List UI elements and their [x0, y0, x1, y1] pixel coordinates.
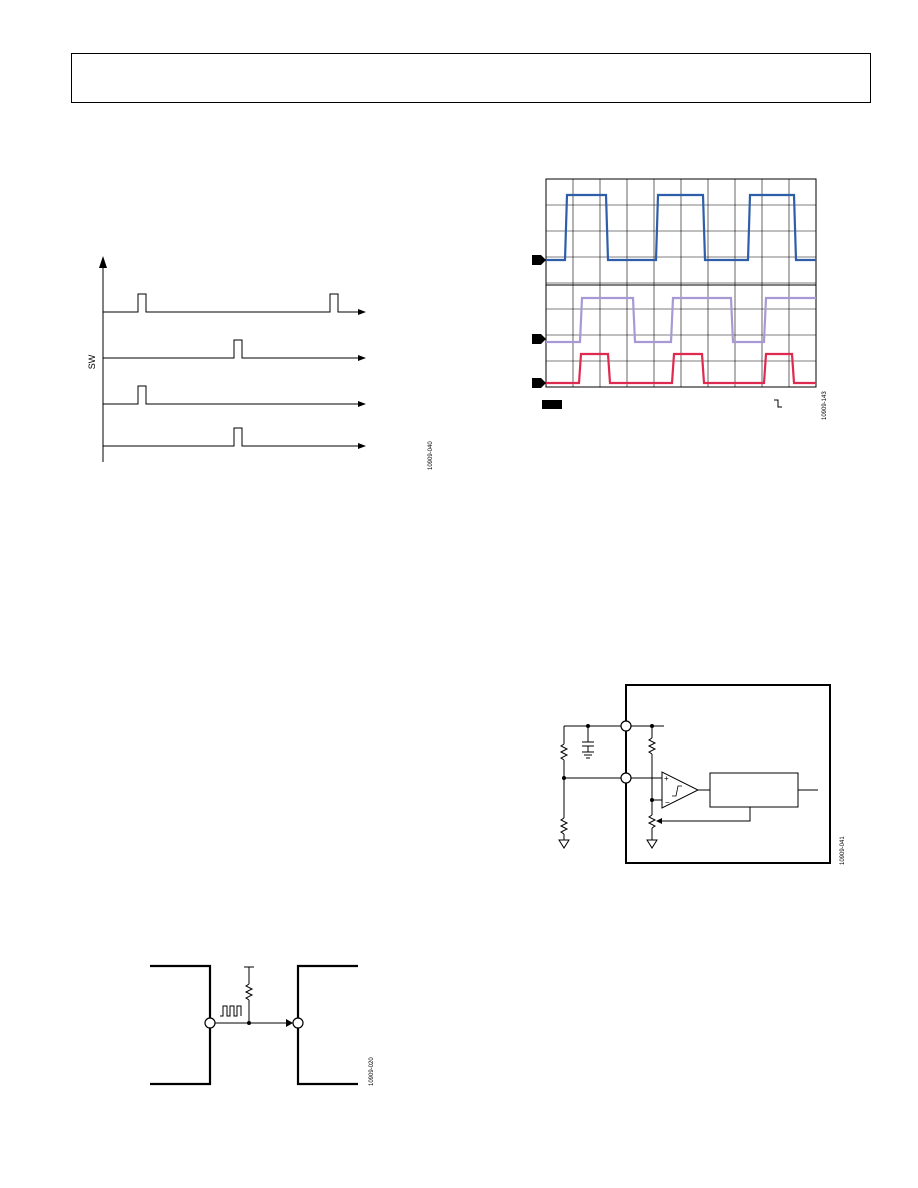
right-device-outline	[296, 964, 358, 1086]
trace-2	[103, 339, 360, 359]
vertical-axis-arrow	[99, 256, 107, 268]
timing-diagram: SW	[87, 256, 366, 462]
left-pin	[204, 1017, 216, 1029]
axis-label-sw: SW	[87, 354, 97, 369]
svg-text:−: −	[665, 798, 670, 807]
comparator-schematic: + −	[558, 684, 831, 864]
figure-id-scope: 10909-143	[822, 391, 828, 420]
figure-id-bus: 10909-020	[369, 1057, 375, 1086]
ground-left-icon	[558, 839, 570, 849]
trace-4-arrow	[358, 443, 366, 449]
wiper-arrow	[656, 818, 662, 824]
page-header-box	[71, 53, 871, 103]
scope-trace-ch3	[546, 352, 816, 385]
svg-text:+: +	[664, 774, 669, 783]
scope-trace-ch2	[546, 296, 816, 344]
bus-schematic	[150, 964, 358, 1086]
trace-3	[103, 385, 360, 405]
left-device-outline	[150, 964, 212, 1086]
figure-id-timing: 10909-040	[428, 441, 434, 470]
trace-1	[103, 293, 360, 313]
resistor-bottom-left	[559, 817, 569, 835]
ch1-marker	[532, 255, 546, 265]
comparator-amp	[661, 771, 700, 809]
trigger-edge-icon	[774, 399, 782, 408]
pulse-train-icon	[220, 1005, 242, 1017]
trace-1-arrow	[358, 309, 366, 315]
feedback-line	[662, 807, 751, 822]
right-pin	[292, 1017, 304, 1029]
readout-block	[542, 400, 562, 409]
ch2-marker	[532, 334, 546, 344]
scope-capture	[532, 178, 817, 409]
potentiometer	[647, 814, 657, 829]
device-box	[625, 684, 831, 864]
resistor-top-left	[559, 743, 569, 761]
ground-internal-icon	[646, 839, 658, 849]
pin-input	[620, 772, 632, 784]
scope-frame	[545, 178, 817, 388]
pin-top	[620, 720, 632, 732]
pullup-resistor	[244, 983, 254, 1001]
trace-2-arrow	[358, 355, 366, 361]
figure-id-comparator: 10909-041	[840, 836, 846, 865]
scope-trace-ch1	[546, 193, 816, 262]
hysteresis-icon	[672, 785, 682, 797]
ch3-marker	[532, 378, 546, 388]
logic-block	[709, 772, 799, 808]
trace-3-arrow	[358, 401, 366, 407]
trace-4	[103, 427, 360, 447]
resistor-internal-top	[647, 737, 657, 755]
scope-grid	[546, 179, 816, 387]
bus-arrow	[286, 1019, 293, 1027]
